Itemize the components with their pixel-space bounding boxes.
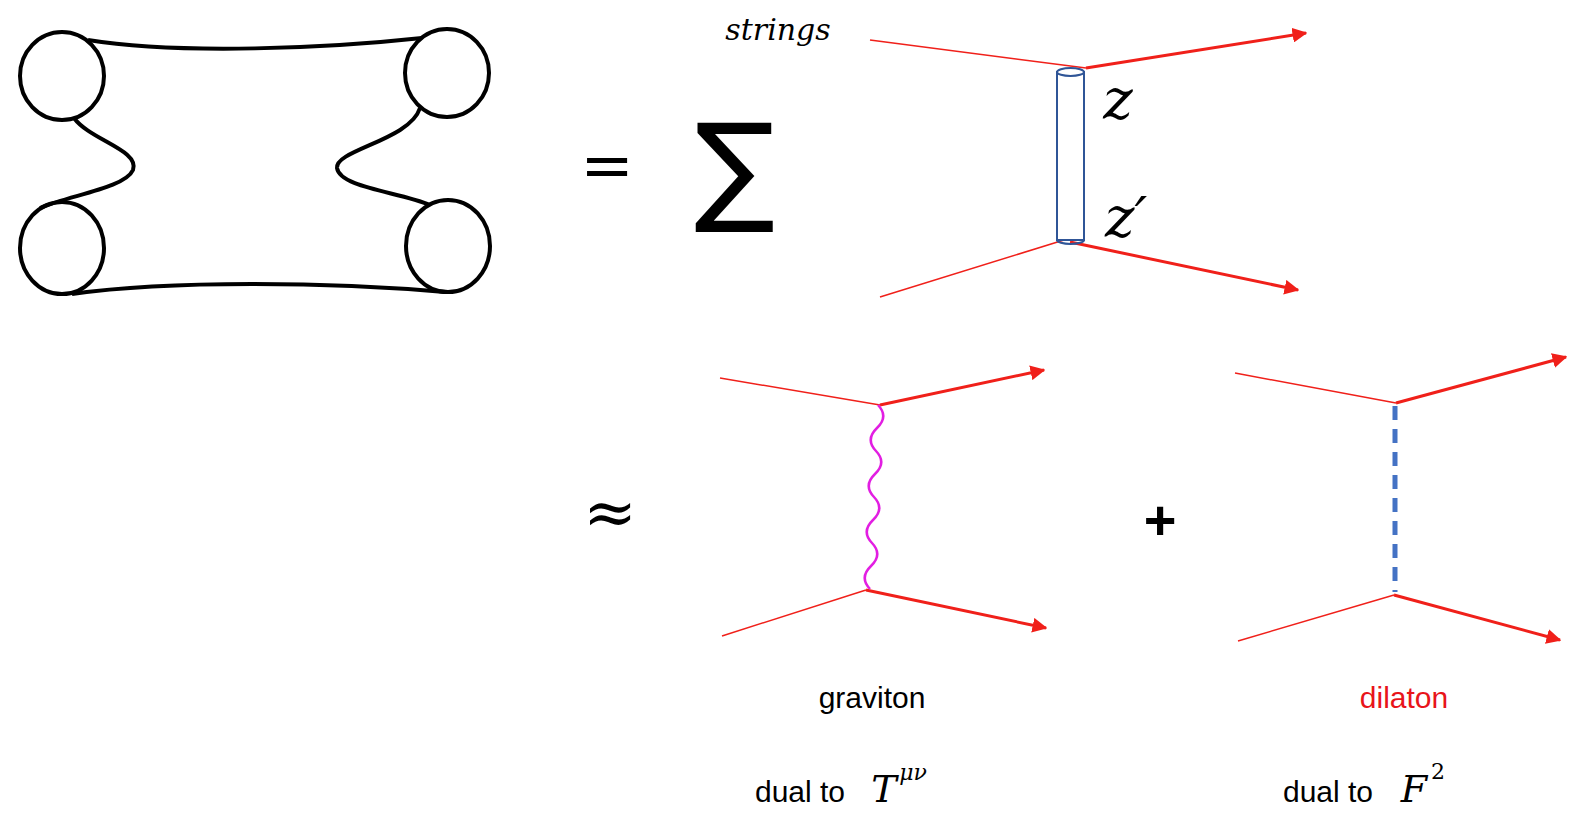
graviton-exchange	[720, 370, 1046, 636]
operator-symbol: F	[1401, 770, 1427, 808]
field-name: dilaton	[1360, 683, 1448, 713]
sum-index: strings	[725, 15, 830, 45]
coordinate-label: z′	[1105, 190, 1147, 246]
duality-text: dual to	[755, 777, 845, 807]
coordinate-label: z	[1103, 72, 1133, 128]
operator-index: μν	[899, 762, 927, 784]
operator-index: 2	[1431, 761, 1445, 783]
field-name: graviton	[819, 683, 926, 713]
approx-sign: ≈	[583, 480, 637, 544]
duality-text: dual to	[1283, 777, 1373, 807]
sum-symbol: ∑	[695, 108, 776, 228]
equals-sign: =	[580, 133, 634, 197]
worldsheet	[20, 29, 490, 294]
operator-symbol: T	[871, 770, 896, 808]
plus-sign: +	[1144, 492, 1177, 548]
string-exchange	[870, 33, 1306, 297]
dilaton-exchange	[1235, 357, 1566, 641]
